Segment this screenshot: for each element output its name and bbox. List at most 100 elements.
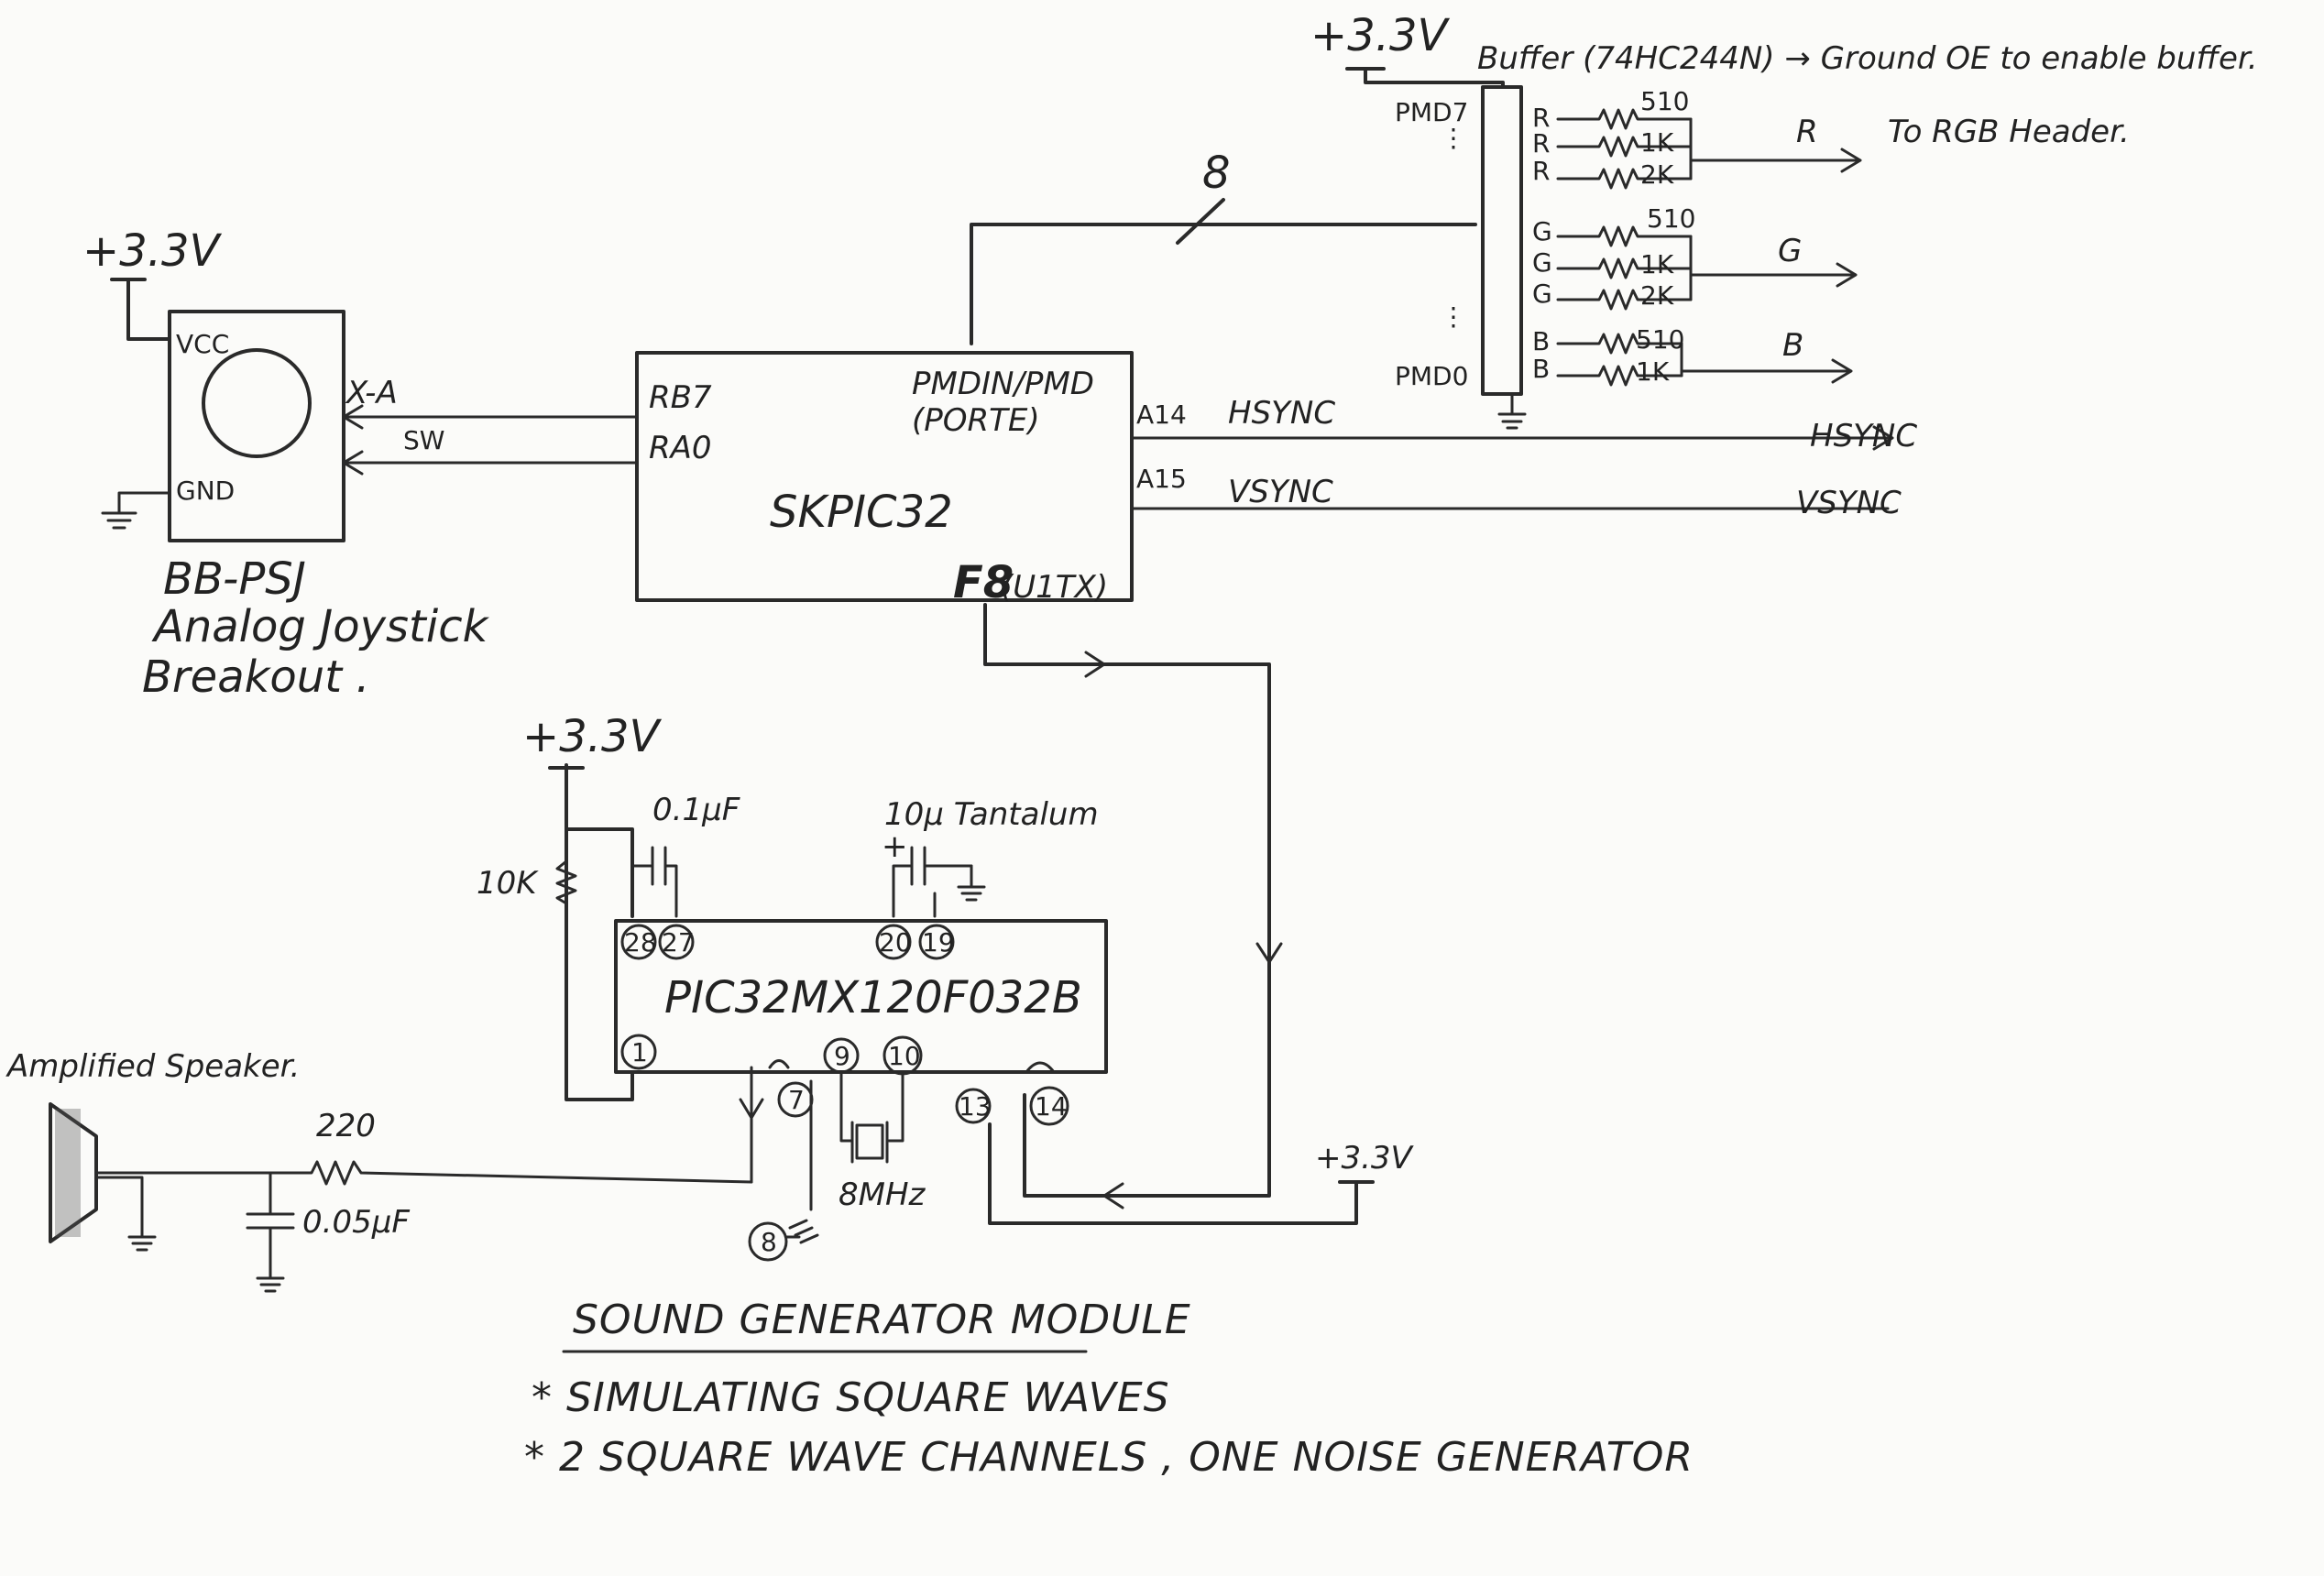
buffer-dots-bottom: ⋮: [1441, 301, 1466, 332]
joystick-pin-gnd: GND: [176, 476, 235, 506]
pin-label-19: 19: [922, 927, 955, 958]
b-output-label: B: [1782, 327, 1803, 364]
hsync-wire: [1130, 425, 1894, 451]
joystick-ground-symbol: [101, 491, 171, 530]
pin-label-14: 14: [1035, 1091, 1068, 1122]
skpic32-pin-a15: A15: [1136, 464, 1187, 494]
buffer-dots-top: ⋮: [1441, 123, 1466, 153]
joystick-desc-2: Breakout .: [142, 651, 370, 703]
pin-circle-1: [620, 1034, 657, 1070]
bus-width-slash: [1176, 198, 1225, 245]
buffer-pin-pmd0: PMD0: [1395, 361, 1468, 391]
res-label-b-510: 510: [1636, 324, 1684, 355]
res-label-r-1k: 1K: [1640, 127, 1674, 158]
rgb-header-note: To RGB Header.: [1888, 114, 2130, 150]
g-output-label: G: [1778, 233, 1802, 269]
joystick-power-label: +3.3V: [82, 225, 223, 277]
buffer-out-r1: R: [1532, 103, 1550, 133]
pin-circle-19: [918, 924, 955, 960]
u1tx-arrow-right: [1084, 651, 1106, 678]
buffer-out-g3: G: [1532, 279, 1552, 309]
r-output-arrow: [1689, 148, 1862, 173]
res-label-g-510: 510: [1647, 203, 1695, 234]
skpic32-pin-pmd-port: (PORTE): [912, 402, 1040, 439]
b-output-arrow: [1680, 358, 1853, 384]
pmd-bus-wire: [970, 223, 1477, 345]
tantalum-ground: [957, 864, 986, 902]
u1tx-wire: [983, 603, 1271, 1198]
pin28-wire: [565, 827, 634, 918]
joystick-power-wire: [110, 278, 171, 341]
speaker-label: Amplified Speaker.: [5, 1048, 300, 1085]
hsync-output-label: HSYNC: [1810, 418, 1917, 454]
u1tx-arrow-left: [1102, 1182, 1124, 1209]
sound-power-label: +3.3V: [522, 711, 663, 762]
notes-line-1: * SIMULATING SQUARE WAVES: [532, 1374, 1170, 1421]
mclr-wire: [548, 763, 634, 1101]
speaker-cone: [49, 1102, 98, 1243]
r-output-label: R: [1796, 114, 1818, 150]
buffer-74hc244: +3.3V Buffer (74HC244N) → Ground OE to e…: [1310, 10, 2258, 430]
speaker-hatch: [55, 1109, 81, 1237]
res-label-r-2k: 2K: [1640, 159, 1674, 190]
u1tx-arrow-down: [1255, 942, 1283, 964]
buffer-body: [1481, 85, 1523, 396]
pin-circle-14: [1029, 1086, 1069, 1126]
sw-wire: [342, 450, 639, 476]
joystick-desc-1: Analog Joystick: [151, 601, 490, 652]
skpic32-pin-rb7: RB7: [649, 379, 712, 416]
resistor-r-510: [1556, 108, 1693, 130]
sound-pic-name: PIC32MX120F032B: [664, 972, 1082, 1023]
crystal-plates: [850, 1121, 889, 1164]
res-label-b-1k: 1K: [1636, 356, 1670, 387]
pin-label-13: 13: [959, 1091, 992, 1122]
skpic32-pin-f8-func: (U1TX): [1001, 569, 1108, 606]
vsync-output-label: VSYNC: [1796, 485, 1902, 521]
joystick-name: BB-PSJ: [163, 553, 306, 605]
pin-label-27: 27: [662, 927, 695, 958]
resistor-g-1k: [1556, 257, 1693, 279]
skpic32-name: SKPIC32: [770, 487, 953, 538]
crystal-leads: [839, 1070, 904, 1143]
x-a-wire: [342, 404, 639, 430]
resistor-g-510: [1556, 225, 1693, 247]
buffer-out-b1: B: [1532, 326, 1550, 356]
resistor-g-2k: [1556, 289, 1693, 311]
vsync-signal-label: VSYNC: [1228, 474, 1333, 510]
crystal-label: 8MHz: [839, 1177, 926, 1213]
joystick-breakout: +3.3V VCC GND BB-PSJ Analog Joystick Bre…: [82, 225, 639, 703]
pin-label-7: 7: [788, 1085, 805, 1115]
notes-line-2: * 2 SQUARE WAVE CHANNELS , ONE NOISE GEN…: [524, 1434, 1694, 1481]
buffer-ground-symbol: [1497, 392, 1527, 430]
buffer-out-g2: G: [1532, 247, 1552, 278]
speaker-cap-label: 0.05µF: [302, 1204, 410, 1241]
skpic32-pin-pmd: PMDIN/PMD: [912, 366, 1094, 402]
joystick-body: [168, 310, 345, 542]
res-label-g-1k: 1K: [1640, 249, 1674, 279]
pin-circle-13: [955, 1088, 992, 1124]
buffer-power-label: +3.3V: [1310, 10, 1451, 61]
joystick-sig-x: X-A: [345, 375, 398, 411]
pin-label-20: 20: [879, 927, 912, 958]
sound-pic-body: [614, 919, 1108, 1074]
pin7-wire-arrow: [739, 1066, 764, 1184]
pin-circle-27: [658, 924, 695, 960]
bus-width-label: 8: [1202, 148, 1231, 199]
buffer-out-r2: R: [1532, 128, 1550, 159]
pin13-vdd-wire: [988, 1122, 1375, 1225]
skpic32-module: RB7 RA0 SKPIC32 PMDIN/PMD (PORTE) A14 A1…: [635, 351, 1917, 1209]
speaker-resistor-label: 220: [316, 1108, 376, 1144]
rgb-resistor-ladder: 510 1K 2K 510 1K 2K 510 1K: [1556, 86, 1695, 387]
speaker-output: Amplified Speaker. 220 0.05µF: [5, 1048, 753, 1293]
pin-label-10: 10: [888, 1041, 921, 1071]
resistor-b-510: [1556, 333, 1683, 355]
buffer-pin-pmd7: PMD7: [1395, 97, 1468, 127]
buffer-output-labels: R R R G G G B B: [1532, 103, 1552, 384]
decoupling-cap: [630, 846, 678, 918]
pullup-resistor-label: 10K: [477, 865, 539, 902]
vdd-power-label: +3.3V: [1315, 1140, 1415, 1177]
pin-circle-8: [748, 1221, 788, 1262]
resistor-r-1k: [1556, 136, 1693, 158]
buffer-out-b2: B: [1532, 354, 1550, 384]
